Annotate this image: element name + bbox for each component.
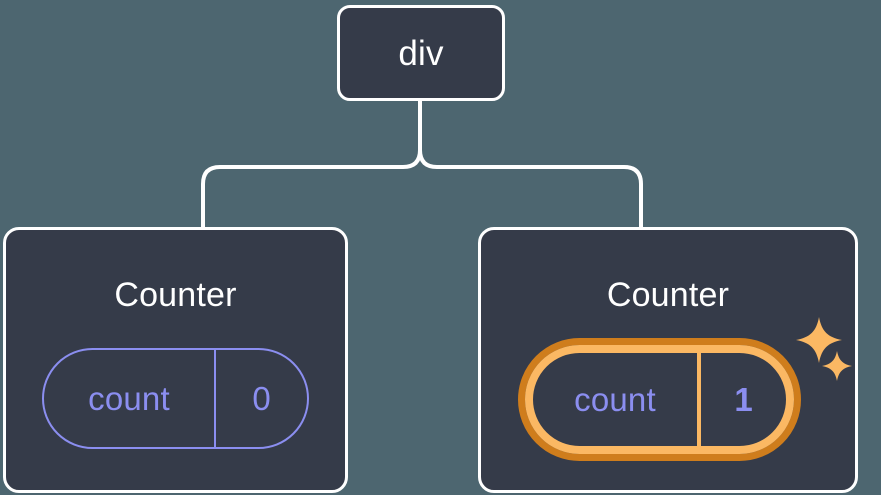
- node-div-label: div: [398, 33, 444, 73]
- counter-right-title: Counter: [606, 276, 730, 314]
- highlight-ring: count 1: [525, 345, 794, 454]
- edge-div-to-counter-left: [201, 98, 422, 231]
- state-value-label: 0: [252, 379, 271, 417]
- state-pill-counter-left[interactable]: count 0: [42, 348, 309, 449]
- state-value-label: 1: [734, 380, 753, 418]
- edge-div-to-counter-right: [418, 98, 643, 231]
- state-pill-counter-right-highlighted[interactable]: count 1: [518, 338, 801, 461]
- counter-left-title: Counter: [114, 276, 237, 314]
- state-key-label: count: [533, 353, 701, 446]
- node-div[interactable]: div: [337, 5, 505, 101]
- state-key-label: count: [44, 350, 216, 447]
